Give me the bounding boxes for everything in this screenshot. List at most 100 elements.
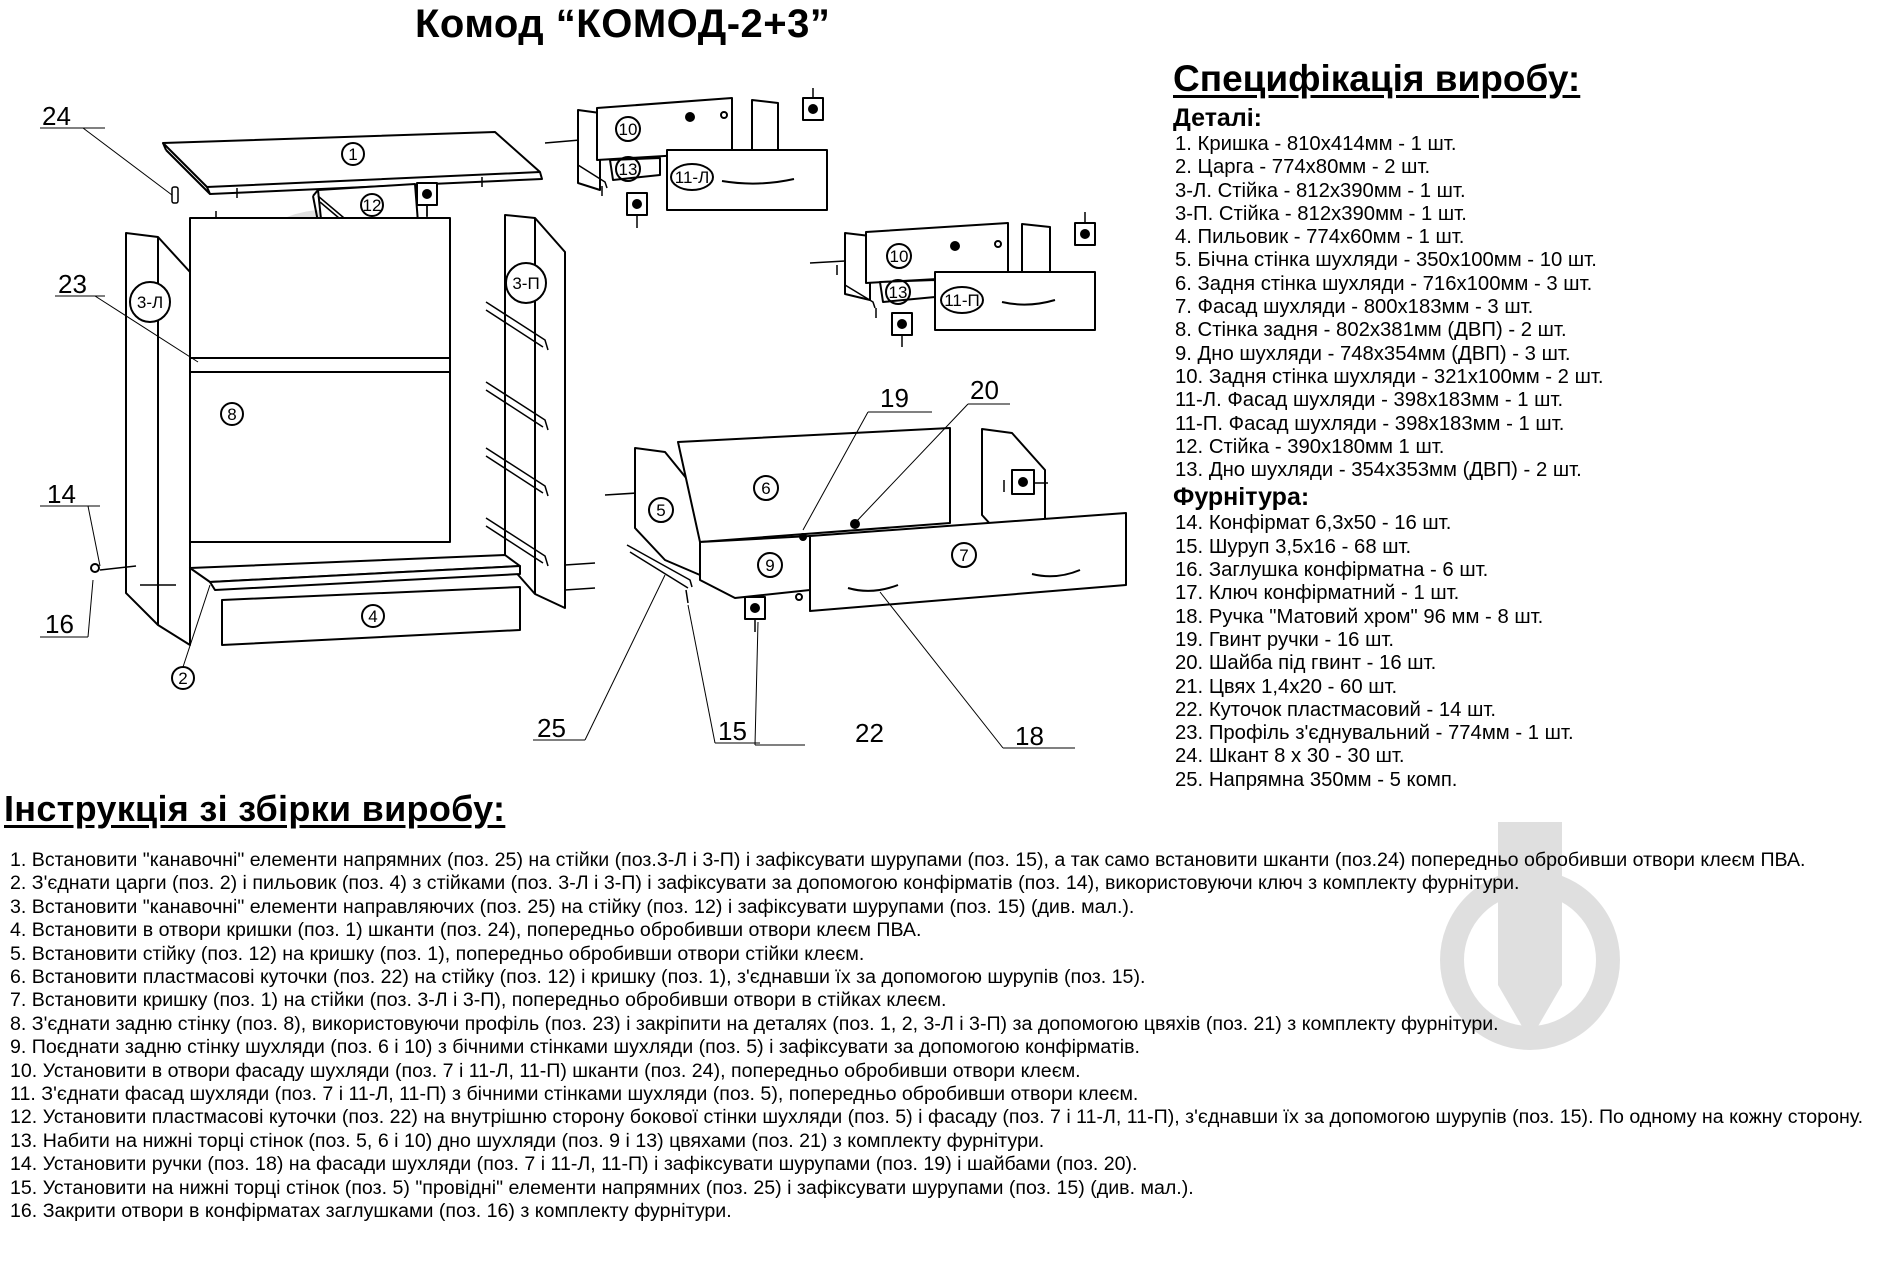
step-number: 11. [10,1083,36,1106]
callout-22: 22 [855,718,884,748]
step-text: Поєднати задню стінку шухляди (поз. 6 і … [31,1036,1140,1059]
callout-19: 19 [880,383,909,413]
step-text: З'єднати царги (поз. 2) і пильовик (поз.… [31,872,1520,895]
part-spec-item: 10. Задня стінка шухляди - 321x100мм - 2… [1175,365,1604,388]
part-spec-item: 8. Стінка задня - 802x381мм (ДВП) - 2 шт… [1175,319,1567,342]
part-spec-item: 6. Задня стінка шухляди - 716x100мм - 3 … [1175,272,1593,295]
instruction-step: 5. Встановити стійку (поз. 12) на кришку… [10,943,1890,966]
large-drawer: 5 6 9 7 [604,427,1127,632]
callout-lines-left [40,127,199,638]
part-spec-item: 11-Л. Фасад шухляди - 398x183мм - 1 шт. [1175,389,1564,412]
instruction-step: 14. Установити ручки (поз. 18) на фасади… [10,1153,1890,1176]
hardware-spec-item: 25. Напрямна 350мм - 5 комп. [1175,768,1458,791]
part-label-3p: 3-П [512,274,539,293]
specification-panel: Специфікація виробу: Деталі: 1. Кришка -… [1173,58,1888,792]
step-number: 8. [10,1012,27,1035]
part-spec-item: 2. Царга - 774x80мм - 2 шт. [1175,156,1431,179]
instruction-step: 11. З'єднати фасад шухляди (поз. 7 і 11-… [10,1083,1890,1106]
part-label-3l: 3-Л [137,293,163,312]
part-label-4: 4 [368,607,377,626]
part-spec-item: 4. Пильовик - 774x60мм - 1 шт. [1175,226,1465,249]
part-label-12: 12 [363,196,382,215]
part-label-7: 7 [959,546,968,565]
instructions-heading: Інструкція зі збірки виробу: [4,788,506,829]
step-text: Встановити в отвори кришки (поз. 1) шкан… [31,919,922,942]
part-spec-item: 12. Стійка - 390x180мм 1 шт. [1175,435,1445,458]
part-spec-item: 11-П. Фасад шухляди - 398x183мм - 1 шт. [1175,412,1565,435]
assembly-diagram: 1 12 3-Л [40,88,1127,751]
part-spec-item: 13. Дно шухляди - 354x353мм (ДВП) - 2 шт… [1175,459,1582,482]
hardware-spec-item: 23. Профіль з'єднувальний - 774мм - 1 шт… [1175,722,1574,745]
step-number: 16. [10,1200,38,1223]
step-number: 6. [10,966,27,989]
small-drawer-left: 10 13 11-Л [544,88,828,228]
callout-18: 18 [1015,721,1044,751]
step-text: Установити ручки (поз. 18) на фасади шух… [42,1153,1138,1176]
step-number: 2. [10,872,27,895]
step-number: 5. [10,942,27,965]
watermark-logo-lower [1440,822,1620,1050]
instruction-step: 1. Встановити "канавочні" елементи напря… [10,849,1890,872]
part-side-left: 3-Л [99,232,213,646]
hardware-spec-item: 18. Ручка "Матовий хром" 96 мм - 8 шт. [1175,605,1544,628]
parts-heading: Деталі: [1173,104,1262,132]
step-number: 4. [10,919,27,942]
part-label-10a: 10 [619,120,638,139]
step-number: 10. [10,1059,38,1082]
callout-16: 16 [45,609,74,639]
step-number: 1. [10,849,27,871]
instruction-step: 4. Встановити в отвори кришки (поз. 1) ш… [10,919,1890,942]
step-number: 12. [10,1106,38,1129]
instruction-step: 3. Встановити "канавочні" елементи напра… [10,896,1890,919]
part-label-13a: 13 [619,160,638,179]
part-rail-2 [189,554,521,591]
step-number: 9. [10,1036,27,1059]
step-number: 7. [10,989,27,1012]
step-text: Встановити пластмасові куточки (поз. 22)… [31,966,1146,989]
instruction-step: 9. Поєднати задню стінку шухляди (поз. 6… [10,1036,1890,1059]
step-text: Закрити отвори в конфірматах заглушками … [42,1200,732,1223]
hardware-spec-item: 17. Ключ конфірматний - 1 шт. [1175,582,1460,605]
step-text: Установити пластмасові куточки (поз. 22)… [42,1106,1864,1129]
instruction-step: 15. Установити на нижні торці стінок (по… [10,1177,1890,1200]
document-title: Комод “КОМОД-2+3” [415,2,831,46]
part-side-right: 3-П [485,214,596,609]
step-number: 13. [10,1129,38,1152]
part-spec-item: 9. Дно шухляди - 748x354мм (ДВП) - 3 шт. [1175,342,1571,365]
hardware-spec-item: 15. Шуруп 3,5x16 - 68 шт. [1175,535,1412,558]
step-number: 14. [10,1153,38,1176]
step-number: 3. [10,895,27,918]
step-text: Установити в отвори фасаду шухляди (поз.… [42,1059,1081,1082]
callout-23: 23 [58,269,87,299]
instruction-step: 13. Набити на нижні торці стінок (поз. 5… [10,1130,1890,1153]
part-back-panels: 8 [189,217,451,543]
callout-15: 15 [718,716,747,746]
hardware-spec-item: 20. Шайба під гвинт - 16 шт. [1175,652,1437,675]
instruction-step: 16. Закрити отвори в конфірматах заглушк… [10,1200,1890,1223]
hardware-spec-item: 16. Заглушка конфірматна - 6 шт. [1175,559,1489,582]
cap-16-icon [90,563,100,573]
part-label-11p: 11-П [944,291,980,310]
part-label-2: 2 [178,669,187,688]
callout-14: 14 [47,479,76,509]
instruction-step: 10. Установити в отвори фасаду шухляди (… [10,1060,1890,1083]
part-spec-item: 7. Фасад шухляди - 800x183мм - 3 шт. [1175,296,1534,319]
specification-heading: Специфікація виробу: [1173,58,1581,99]
callout-25: 25 [537,713,566,743]
part-spec-item: 3-Л. Стійка - 812x390мм - 1 шт. [1175,179,1466,202]
step-text: Установити на нижні торці стінок (поз. 5… [42,1176,1194,1199]
hardware-spec-item: 14. Конфірмат 6,3x50 - 16 шт. [1175,512,1452,535]
part-label-circle [341,142,365,166]
step-text: Встановити кришку (поз. 1) на стійки (по… [31,989,947,1012]
part-label-13b: 13 [889,283,908,302]
hardware-list: 14. Конфірмат 6,3x50 - 16 шт.15. Шуруп 3… [1173,512,1888,792]
part-spec-item: 1. Кришка - 810x414мм - 1 шт. [1175,133,1457,155]
callout-20: 20 [970,375,999,405]
instruction-step: 12. Установити пластмасові куточки (поз.… [10,1106,1890,1129]
instruction-step: 6. Встановити пластмасові куточки (поз. … [10,966,1890,989]
callout-lines-right [533,403,1075,749]
part-label-11l: 11-Л [675,168,709,187]
part-label-8: 8 [227,405,236,424]
part-label-5: 5 [656,501,665,520]
step-text: Встановити "канавочні" елементи напрямни… [31,849,1806,871]
